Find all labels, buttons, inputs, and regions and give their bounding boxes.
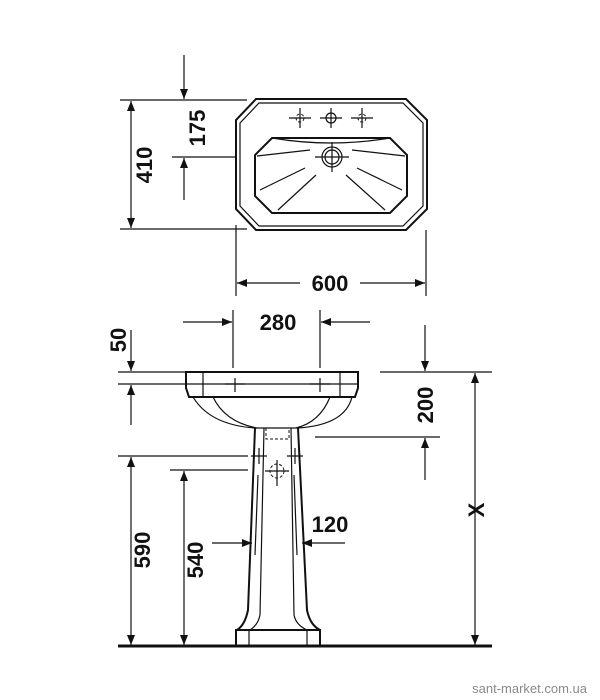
dimension-280-label: 280 [260, 310, 297, 335]
dimension-600-label: 600 [312, 271, 349, 296]
front-view-dimensions [118, 310, 492, 645]
dimension-175-label: 175 [185, 110, 210, 147]
drain-icon [315, 142, 349, 172]
dimension-410-label: 410 [132, 147, 157, 184]
top-view-basin [235, 98, 428, 231]
dimension-120-label: 120 [312, 512, 349, 537]
top-view-dimensions [120, 55, 427, 296]
dimension-590-label: 590 [130, 532, 155, 569]
front-view-washbasin [185, 371, 359, 647]
dimension-540-label: 540 [183, 542, 208, 579]
water-inlet-icon [251, 448, 303, 486]
dimension-x-label: X [464, 502, 489, 517]
dimension-200-label: 200 [413, 387, 438, 424]
watermark: sant-market.com.ua [472, 681, 588, 696]
tap-hole-icon [289, 108, 373, 128]
dimension-50-label: 50 [106, 328, 131, 352]
